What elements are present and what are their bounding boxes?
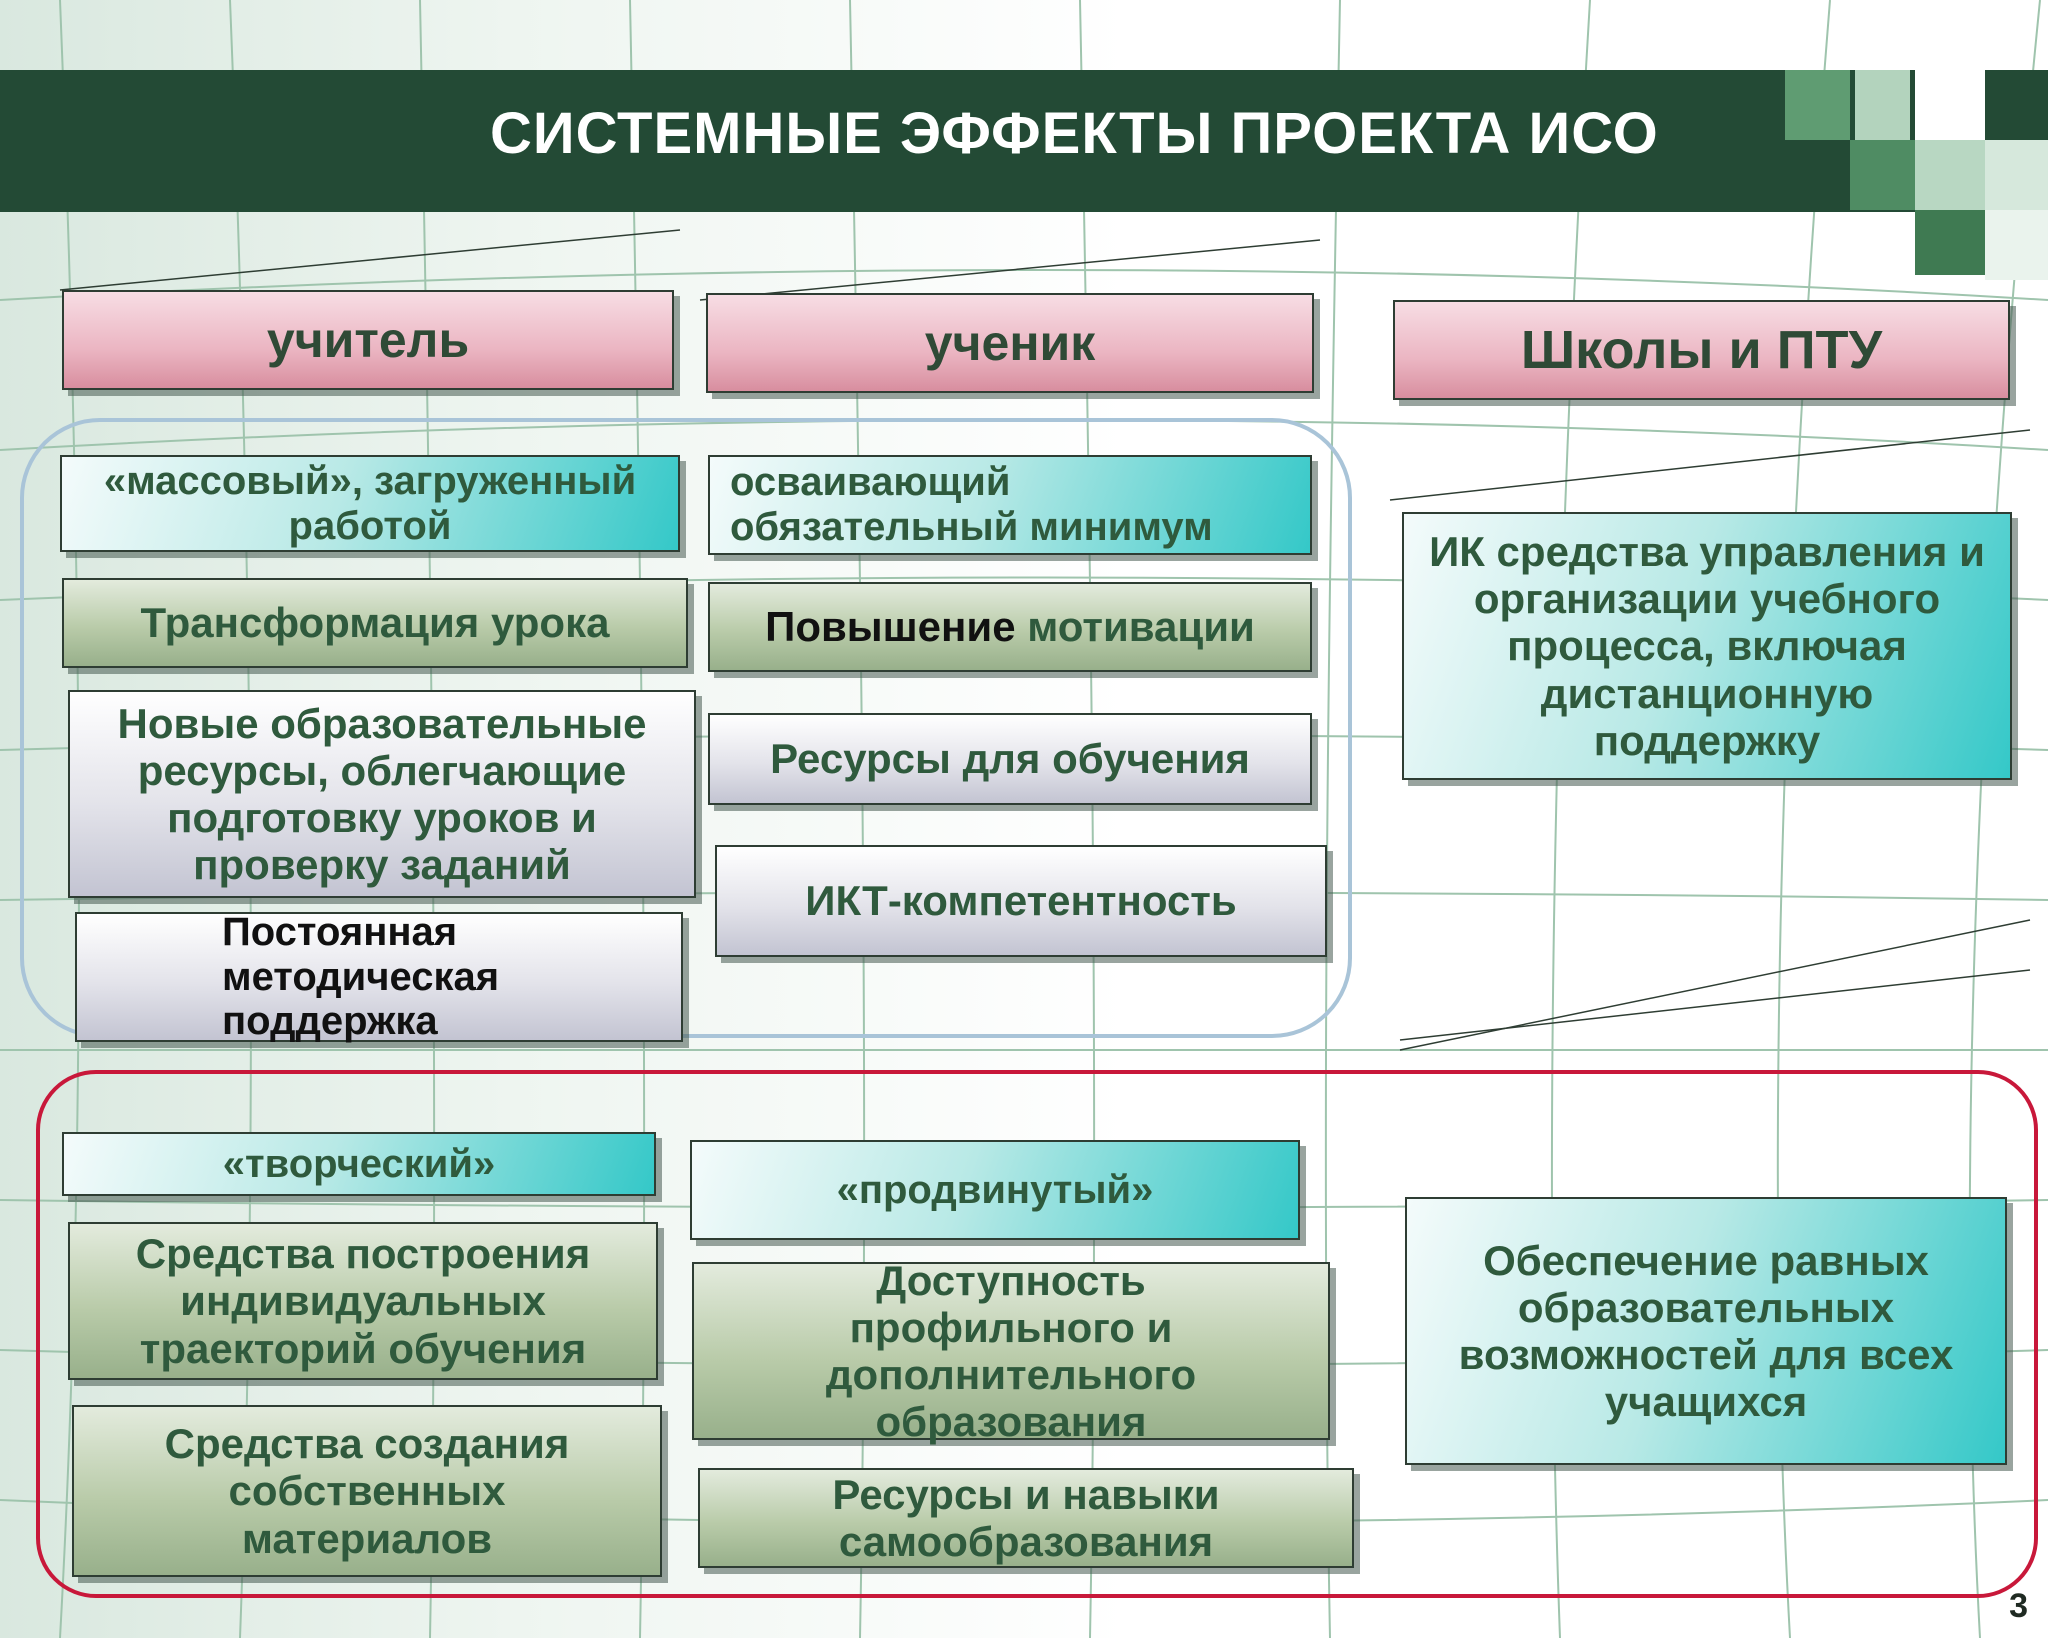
motivation-word: мотивации [1027,603,1255,651]
decor-square [1985,210,2048,280]
schools-management-tools: ИК средства управления и организации уче… [1402,512,2012,780]
student-ict-competence: ИКТ-компетентность [715,845,1327,957]
student-learning-resources: Ресурсы для обучения [708,713,1312,805]
decor-square [1985,70,2048,140]
student-self-education: Ресурсы и навыки самообразования [698,1468,1354,1568]
student-minimum: осваивающий обязательный минимум [708,455,1312,555]
decor-square [1855,70,1910,140]
title-bar [0,70,1915,212]
teacher-individual-trajectories: Средства построения индивидуальных траек… [68,1222,658,1380]
decor-square [1850,140,1915,210]
decor-square [1985,140,2048,210]
page-number: 3 [2009,1587,2028,1625]
schools-equal-opportunities: Обеспечение равных образовательных возмо… [1405,1197,2007,1465]
decor-square [1915,210,1985,275]
mass-group-frame [20,418,1352,1038]
page-title: СИСТЕМНЫЕ ЭФФЕКТЫ ПРОЕКТА ИСО [490,101,1659,166]
header-teacher: учитель [62,290,674,390]
teacher-creative-type: «творческий» [62,1132,656,1196]
student-advanced-type: «продвинутый» [690,1140,1300,1240]
teacher-own-materials: Средства создания собственных материалов [72,1405,662,1577]
header-student: ученик [706,293,1314,393]
teacher-new-resources: Новые образовательные ресурсы, облегчающ… [68,690,696,898]
decor-square [1915,140,1985,210]
creative-group-frame [36,1070,2038,1598]
student-motivation: Повышение мотивации [708,582,1312,672]
teacher-lesson-transformation: Трансформация урока [62,578,688,668]
teacher-mass-type: «массовый», загруженный работой [60,455,680,552]
student-profile-education: Доступность профильного и дополнительног… [692,1257,1330,1445]
teacher-methodical-support: Постоянная методическая поддержка [75,910,683,1043]
decor-square [1785,70,1850,140]
header-schools: Школы и ПТУ [1393,300,2010,400]
motivation-prefix: Повышение [765,603,1016,651]
